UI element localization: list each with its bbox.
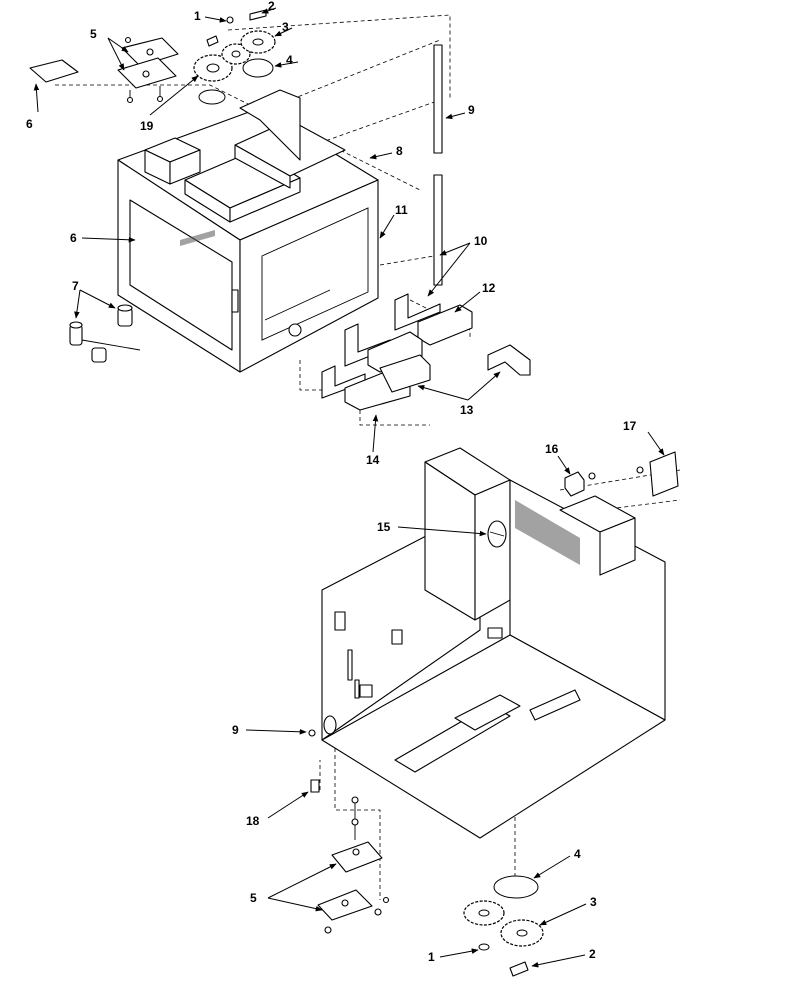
callout-6-mid: 6: [70, 231, 77, 245]
callout-10: 10: [474, 234, 488, 248]
vertical-rails: [433, 44, 443, 286]
callout-17: 17: [623, 419, 637, 433]
callout-7: 7: [72, 279, 79, 293]
callout-16: 16: [545, 442, 559, 456]
callout-19: 19: [140, 119, 154, 133]
callout-2-top: 2: [268, 0, 275, 13]
callout-5-bottom: 5: [250, 891, 257, 905]
callout-4-bottom: 4: [574, 847, 581, 861]
top-housing: [117, 89, 379, 373]
callout-1-bottom: 1: [428, 950, 435, 964]
small-bracket-16: [564, 471, 596, 497]
callout-8: 8: [396, 144, 403, 158]
top-pad-6: [29, 59, 79, 83]
callout-1-top: 1: [194, 9, 201, 23]
callout-4-top: 4: [286, 53, 293, 67]
side-brackets: [321, 293, 531, 411]
callout-11: 11: [395, 203, 408, 217]
bottom-chassis: [321, 447, 666, 839]
cover-plate-17: [636, 451, 679, 497]
callout-3-top: 3: [282, 20, 289, 34]
bottom-gear-set: [463, 875, 544, 977]
callout-14: 14: [366, 453, 380, 467]
callout-5-top: 5: [90, 27, 97, 41]
callout-12: 12: [482, 281, 496, 295]
top-mounting-brackets: [117, 36, 179, 104]
clip-18: [310, 779, 320, 793]
callout-2-bottom: 2: [589, 947, 596, 961]
callout-18: 18: [246, 814, 260, 828]
callout-9-bottom: 9: [232, 723, 239, 737]
callout-15: 15: [377, 520, 391, 534]
callout-13: 13: [460, 403, 474, 417]
callout-9-top: 9: [468, 103, 475, 117]
callout-6-top: 6: [26, 117, 33, 131]
relay-components: [69, 304, 141, 363]
callout-3-bottom: 3: [590, 895, 597, 909]
callout-labels: 1 2 3 4 5 6 19 9 8 6 11 10: [26, 0, 665, 968]
bottom-mounting-brackets: [317, 796, 390, 934]
screw-9: [308, 729, 316, 737]
top-gear-set: [193, 9, 276, 105]
